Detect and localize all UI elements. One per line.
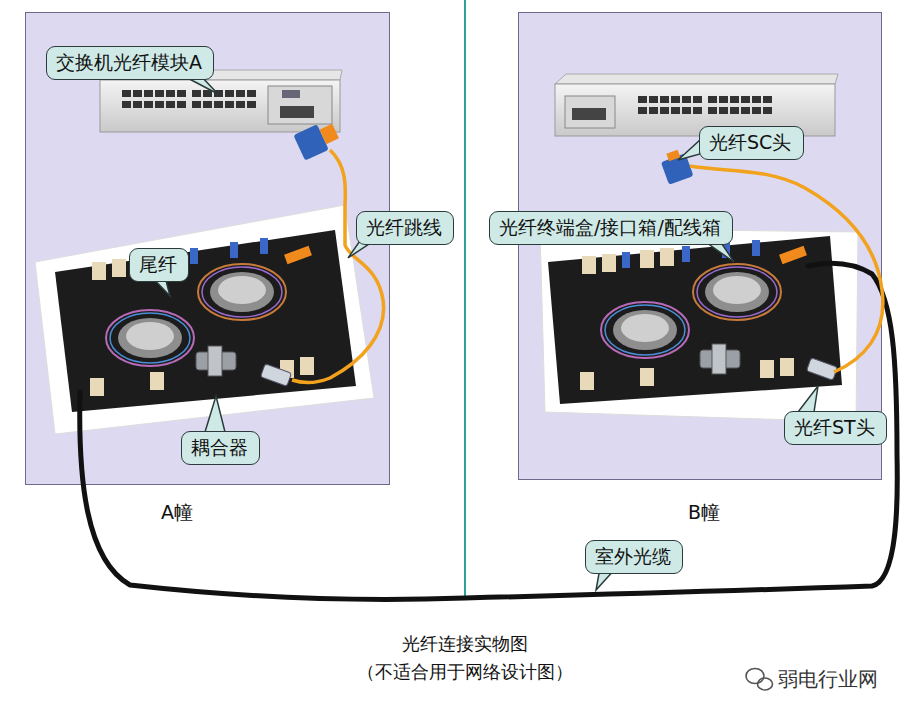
callout-box: 耦合器 [181,431,260,465]
patch-cord-b [690,166,883,372]
divider-line [464,0,466,598]
callout-box: 光纤ST头 [784,411,887,445]
callout-text: 尾纤 [139,252,177,276]
building-label: A幢 [161,500,193,524]
callout-text: 室外光缆 [595,544,671,568]
callout-text: 光纤SC头 [709,130,791,154]
callout-box: 交换机光纤模块A [46,46,214,80]
callout-box: 室外光缆 [585,540,683,574]
callout-text: 光纤ST头 [794,415,875,439]
callout-box: 尾纤 [129,248,189,282]
patch-cord-a [292,150,384,383]
callout-text: 交换机光纤模块A [56,50,202,74]
wechat-icon [746,669,773,691]
callout-box: 光纤终端盒/接口箱/配线箱 [489,211,733,245]
callout-box: 光纤SC头 [699,126,804,160]
callout-tails [148,73,818,590]
terminal-box-b [540,228,858,422]
callout-text: 耦合器 [191,435,248,459]
building-label: B幢 [688,500,720,524]
figure-caption: 光纤连接实物图 （不适合用于网络设计图） [335,630,595,686]
switch-b [555,74,838,136]
callout-box: 光纤跳线 [356,211,454,245]
switch-a [100,70,342,132]
terminal-box-a [35,205,374,434]
outdoor-cable [80,263,898,599]
callout-text: 光纤跳线 [366,215,442,239]
callout-text: 光纤终端盒/接口箱/配线箱 [499,215,721,239]
watermark: 弱电行业网 [778,666,878,692]
